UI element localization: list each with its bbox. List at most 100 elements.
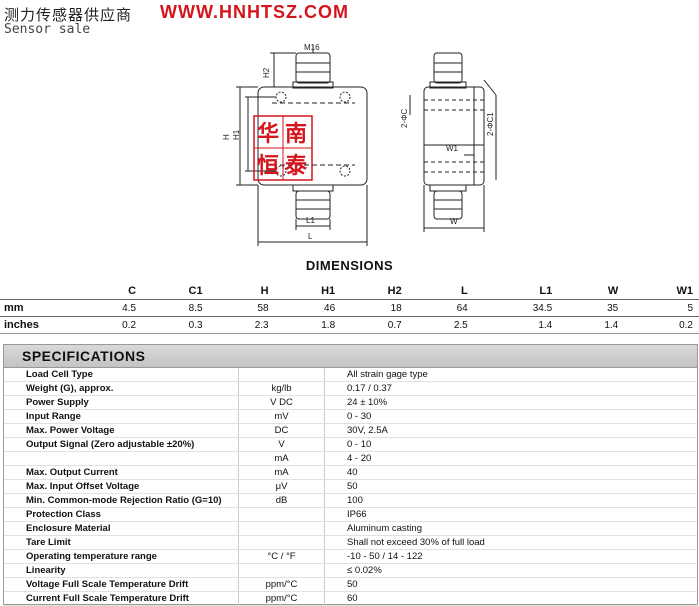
spec-unit: °C / °F bbox=[238, 549, 325, 564]
svg-text:恒: 恒 bbox=[257, 153, 279, 178]
spec-param: Power Supply bbox=[4, 395, 239, 410]
dimensions-title: DIMENSIONS bbox=[305, 258, 394, 273]
spec-param: Linearity bbox=[4, 563, 239, 578]
label-l1: L1 bbox=[306, 216, 315, 225]
col-header: H2 bbox=[387, 285, 402, 297]
label-h: H bbox=[222, 134, 231, 140]
spec-value: 100 bbox=[324, 493, 697, 508]
company-name: 测力传感器供应商 bbox=[4, 6, 133, 24]
spec-value: 50 bbox=[324, 479, 697, 494]
side-body bbox=[423, 86, 485, 186]
label-2c: 2-ΦC bbox=[400, 109, 409, 128]
spec-value: 24 ± 10% bbox=[324, 395, 697, 410]
col-header: L bbox=[461, 285, 468, 297]
spec-param: Operating temperature range bbox=[4, 549, 239, 564]
spec-param: Min. Common-mode Rejection Ratio (G=10) bbox=[4, 493, 239, 508]
spec-unit: ppm/°C bbox=[238, 591, 325, 606]
col-header: C1 bbox=[188, 285, 203, 297]
spec-unit: mA bbox=[238, 465, 325, 480]
label-l: L bbox=[308, 232, 313, 241]
spec-value: 50 bbox=[324, 577, 697, 592]
side-bottom-gland bbox=[433, 190, 463, 220]
spec-param: Input Range bbox=[4, 409, 239, 424]
col-header: C bbox=[128, 285, 137, 297]
col-header: H bbox=[260, 285, 269, 297]
spec-param: Current Full Scale Temperature Drift bbox=[4, 591, 239, 606]
table-row: Min. Common-mode Rejection Ratio (G=10)d… bbox=[4, 493, 697, 508]
spec-unit: DC bbox=[238, 423, 325, 438]
col-header: L1 bbox=[539, 285, 553, 297]
spec-value: Aluminum casting bbox=[324, 521, 697, 536]
website-url[interactable]: WWW.HNHTSZ.COM bbox=[160, 2, 349, 22]
spec-param: Weight (G), approx. bbox=[4, 381, 239, 396]
technical-drawing: M16 H2 H H1 L1 L 2-ΦC 2-ΦC1 W1 W 华 南 恒 泰 bbox=[222, 43, 497, 246]
dimensions-table: C C1 H H1 H2 L L1 W W1 mm 4.5 8.5 58 46 … bbox=[0, 283, 699, 334]
spec-unit bbox=[238, 535, 325, 550]
spec-value: 0 - 30 bbox=[324, 409, 697, 424]
spec-param: Enclosure Material bbox=[4, 521, 239, 536]
header-subtitle: Sensor sale bbox=[4, 22, 91, 37]
spec-unit: μV bbox=[238, 479, 325, 494]
spec-param: Voltage Full Scale Temperature Drift bbox=[4, 577, 239, 592]
col-header: W1 bbox=[676, 285, 694, 297]
spec-unit: dB bbox=[238, 493, 325, 508]
spec-unit bbox=[238, 507, 325, 522]
label-h2: H2 bbox=[262, 67, 271, 78]
dimensions-header-row: C C1 H H1 H2 L L1 W W1 bbox=[0, 283, 699, 300]
spec-param bbox=[4, 451, 239, 466]
spec-value: Shall not exceed 30% of full load bbox=[324, 535, 697, 550]
table-row: mm 4.5 8.5 58 46 18 64 34.5 35 5 bbox=[0, 299, 699, 317]
spec-param: Max. Output Current bbox=[4, 465, 239, 480]
spec-value: 40 bbox=[324, 465, 697, 480]
spec-value: 0 - 10 bbox=[324, 437, 697, 452]
svg-text:泰: 泰 bbox=[284, 153, 308, 178]
table-row: Protection Class IP66 bbox=[4, 507, 697, 522]
spec-param: Max. Input Offset Voltage bbox=[4, 479, 239, 494]
spec-unit: mA bbox=[238, 451, 325, 466]
spec-value: 0.17 / 0.37 bbox=[324, 381, 697, 396]
spec-value: 4 - 20 bbox=[324, 451, 697, 466]
spec-unit: ppm/°C bbox=[238, 577, 325, 592]
col-header: W bbox=[607, 285, 619, 297]
label-w1: W1 bbox=[446, 144, 459, 153]
svg-text:南: 南 bbox=[285, 121, 307, 146]
label-w: W bbox=[450, 217, 458, 226]
specifications-title: SPECIFICATIONS bbox=[4, 345, 697, 368]
svg-text:华: 华 bbox=[257, 121, 279, 146]
label-h1: H1 bbox=[232, 129, 241, 140]
table-row: Enclosure Material Aluminum casting bbox=[4, 521, 697, 536]
spec-param: Output Signal (Zero adjustable ±20%) bbox=[4, 437, 239, 452]
table-row: inches 0.2 0.3 2.3 1.8 0.7 2.5 1.4 1.4 0… bbox=[0, 316, 699, 334]
spec-value: -10 - 50 / 14 - 122 bbox=[324, 549, 697, 564]
spec-value: 60 bbox=[324, 591, 697, 606]
spec-param: Protection Class bbox=[4, 507, 239, 522]
spec-unit bbox=[238, 563, 325, 578]
spec-unit bbox=[238, 368, 325, 382]
spec-value: ≤ 0.02% bbox=[324, 563, 697, 578]
spec-unit: mV bbox=[238, 409, 325, 424]
spec-unit: kg/lb bbox=[238, 381, 325, 396]
spec-unit: V DC bbox=[238, 395, 325, 410]
spec-param: Load Cell Type bbox=[4, 368, 239, 382]
table-row: Operating temperature range°C / °F-10 - … bbox=[4, 549, 697, 564]
top-cable-gland bbox=[295, 52, 331, 84]
bottom-cable-gland bbox=[295, 190, 331, 220]
col-header: H1 bbox=[321, 285, 336, 297]
side-top-gland bbox=[433, 52, 463, 84]
spec-unit: V bbox=[238, 437, 325, 452]
spec-param: Max. Power Voltage bbox=[4, 423, 239, 438]
spec-value: IP66 bbox=[324, 507, 697, 522]
